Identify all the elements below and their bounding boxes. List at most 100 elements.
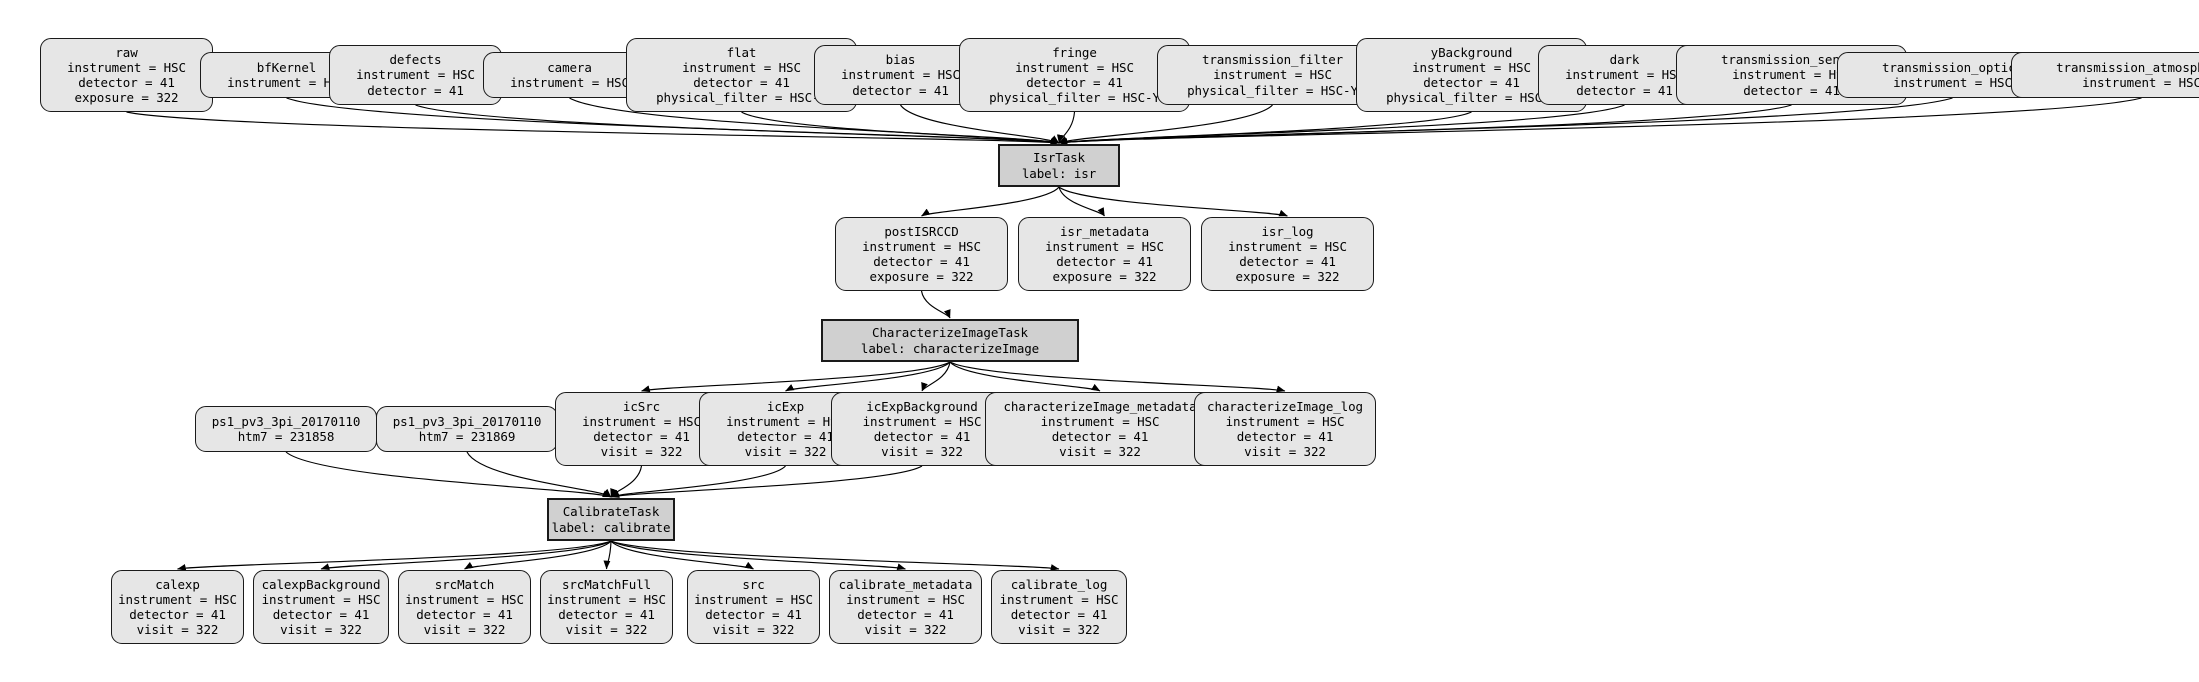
node-detail: instrument = HSC <box>1412 59 1531 75</box>
node-detail: instrument = HSC <box>227 75 346 90</box>
node-detail: htm7 = 231869 <box>418 429 516 444</box>
node-detail: instrument = HSC <box>67 59 186 75</box>
node-detail: instrument = HSC <box>261 591 381 607</box>
node-detail: instrument = HSC <box>1732 67 1851 83</box>
edge-CalibrateTask-to-calibrate_log <box>610 540 1060 571</box>
node-detail: visit = 322 <box>1244 444 1326 460</box>
node-title: postISRCCD <box>884 223 959 239</box>
edge-IsrTask-to-postISRCCD <box>921 186 1060 217</box>
edge-CalibrateTask-to-srcMatch <box>464 540 612 570</box>
node-title: calexpBackground <box>261 576 381 592</box>
node-title: CharacterizeImageTask <box>872 325 1028 341</box>
node-detail: instrument = HSC <box>1045 238 1164 254</box>
node-detail: instrument = HSC <box>1040 413 1160 429</box>
node-detail: instrument = HSC <box>118 591 237 607</box>
edge-IsrTask-to-isr_log <box>1058 186 1288 217</box>
node-detail: instrument = HSC <box>862 413 982 429</box>
edge-icSrc-to-CalibrateTask <box>610 465 643 498</box>
node-detail: exposure = 322 <box>1052 269 1157 285</box>
node-detail: detector = 41 <box>272 607 370 622</box>
edge-CharacterizeImageTask-to-icExp <box>785 361 951 392</box>
edge-raw-to-IsrTask <box>126 111 1060 146</box>
node-detail: physical_filter = HSC-Y <box>989 90 1160 106</box>
node-detail: physical_filter = HSC-Y <box>656 90 827 106</box>
node-detail: physical_filter = HSC-Y <box>1187 82 1358 98</box>
node-detail: instrument = HSC <box>999 591 1119 607</box>
node-detail: visit = 322 <box>712 622 795 638</box>
edge-IsrTask-to-isr_metadata <box>1058 186 1106 217</box>
node-detail: visit = 322 <box>881 444 963 460</box>
node-title: flat <box>726 44 757 60</box>
node-detail: detector = 41 <box>1236 429 1334 444</box>
node-detail: instrument = HSC <box>1565 67 1684 83</box>
node-title: isr_metadata <box>1059 223 1150 239</box>
edge-CharacterizeImageTask-to-characterizeImage_metadata <box>949 361 1101 392</box>
node-detail: detector = 41 <box>873 429 971 444</box>
edge-flat-to-IsrTask <box>741 111 1060 145</box>
node-detail: exposure = 322 <box>74 90 179 106</box>
node-detail: label: characterizeImage <box>860 340 1040 356</box>
node-title: ps1_pv3_3pi_20170110 <box>392 413 542 429</box>
node-title: isr_log <box>1261 223 1314 239</box>
node-detail: exposure = 322 <box>1235 269 1340 285</box>
node-detail: detector = 41 <box>593 429 690 444</box>
node-detail: detector = 41 <box>693 75 790 90</box>
edge-icExpBackground-to-CalibrateTask <box>610 465 923 498</box>
node-detail: instrument = HSC <box>841 67 960 83</box>
node-title: srcMatch <box>434 576 495 592</box>
edge-CalibrateTask-to-calibrate_metadata <box>610 540 906 571</box>
edge-CharacterizeImageTask-to-icSrc <box>641 361 951 393</box>
node-detail: detector = 41 <box>558 607 655 622</box>
node-title: transmission_sensor <box>1720 52 1863 68</box>
node-detail: detector = 41 <box>129 607 226 622</box>
node-title: src <box>742 576 765 592</box>
node-detail: detector = 41 <box>1576 82 1673 98</box>
node-detail: label: calibrate <box>551 519 671 535</box>
node-transmission_atmosphere[interactable]: transmission_atmosphereinstrument = HSC <box>2011 52 2199 98</box>
node-title: yBackground <box>1430 44 1513 60</box>
node-detail: instrument = HSC <box>405 591 524 607</box>
node-detail: detector = 41 <box>852 82 949 98</box>
node-detail: htm7 = 231858 <box>237 429 335 444</box>
node-detail: detector = 41 <box>873 254 970 269</box>
node-detail: detector = 41 <box>1743 82 1840 98</box>
node-detail: instrument = HSC <box>582 413 701 429</box>
node-detail: visit = 322 <box>1018 622 1100 638</box>
node-detail: detector = 41 <box>1010 607 1108 622</box>
node-detail: instrument = HSC <box>862 238 981 254</box>
node-title: characterizeImage_log <box>1207 398 1363 414</box>
node-detail: visit = 322 <box>136 622 219 638</box>
node-title: calexp <box>155 576 200 592</box>
node-detail: instrument = HSC <box>1893 75 2012 90</box>
node-detail: instrument = HSC <box>1015 59 1134 75</box>
node-title: defects <box>389 52 442 68</box>
node-detail: visit = 322 <box>864 622 947 638</box>
node-detail: visit = 322 <box>423 622 506 638</box>
node-title: ps1_pv3_3pi_20170110 <box>211 413 361 429</box>
node-detail: detector = 41 <box>857 607 954 622</box>
node-title: calibrate_log <box>1010 576 1108 592</box>
